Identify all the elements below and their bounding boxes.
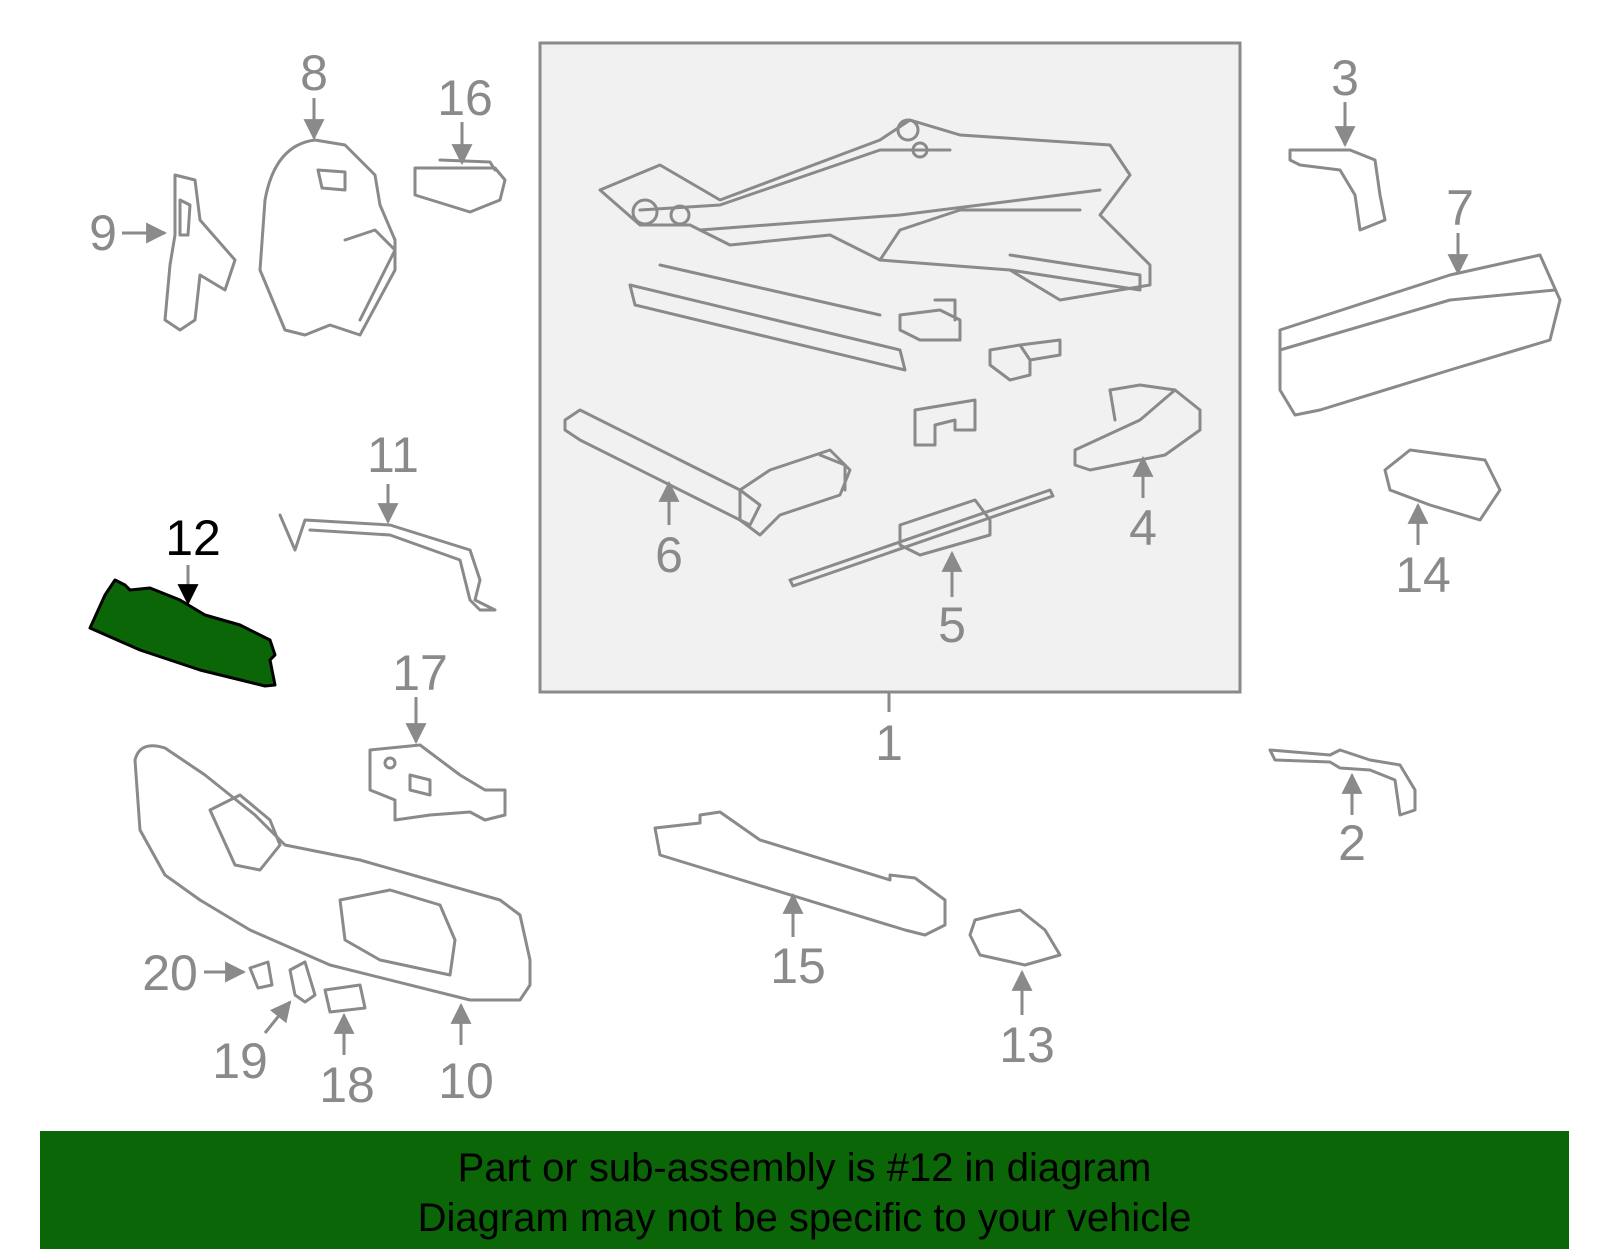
banner-line-2: Diagram may not be specific to your vehi… — [417, 1196, 1192, 1240]
part-17-bracket — [368, 743, 507, 822]
callout-20: 20 — [142, 945, 198, 1001]
callout-9: 9 — [89, 205, 117, 261]
callout-17: 17 — [392, 645, 448, 701]
part-19-knob — [288, 960, 317, 1004]
part-3-bracket — [1288, 148, 1387, 232]
info-banner: Part or sub-assembly is #12 in diagram D… — [40, 1131, 1569, 1249]
callout-12: 12 — [165, 510, 221, 566]
callout-5: 5 — [938, 597, 966, 653]
callout-4: 4 — [1129, 500, 1157, 556]
leader-19 — [263, 1000, 292, 1034]
callout-14: 14 — [1395, 547, 1451, 603]
callout-3: 3 — [1331, 50, 1359, 106]
callout-11: 11 — [367, 427, 419, 483]
callout-18: 18 — [319, 1057, 375, 1113]
part-14-clip — [1383, 448, 1502, 522]
part-6-motor — [563, 408, 852, 537]
callout-7: 7 — [1446, 180, 1474, 236]
part-10-shield — [133, 744, 532, 1002]
callout-13: 13 — [999, 1017, 1055, 1073]
part-2-bracket — [1268, 748, 1417, 817]
callout-6: 6 — [655, 527, 683, 583]
part-12-highlighted — [88, 578, 277, 688]
callout-19: 19 — [212, 1033, 268, 1089]
part-5-rod-motor — [788, 488, 1055, 588]
banner-line-1: Part or sub-assembly is #12 in diagram — [457, 1146, 1152, 1190]
part-9-bracket — [163, 173, 237, 332]
part-7-trim — [1278, 253, 1562, 417]
part-4-motor — [1073, 383, 1202, 472]
part-13-clip — [968, 908, 1062, 967]
callout-15: 15 — [770, 938, 826, 994]
part-18-knob — [323, 983, 367, 1014]
callout-2: 2 — [1338, 815, 1366, 871]
callout-8: 8 — [300, 45, 328, 101]
part-20-knob — [248, 960, 274, 990]
callout-16: 16 — [437, 70, 493, 126]
callout-1: 1 — [875, 715, 903, 771]
part-11-rod — [278, 513, 497, 612]
callout-10: 10 — [438, 1053, 494, 1109]
part-16-clip — [413, 158, 507, 214]
seat-frame — [598, 118, 1152, 447]
part-8-cover — [258, 138, 397, 337]
part-15-rail-cover — [653, 810, 947, 937]
